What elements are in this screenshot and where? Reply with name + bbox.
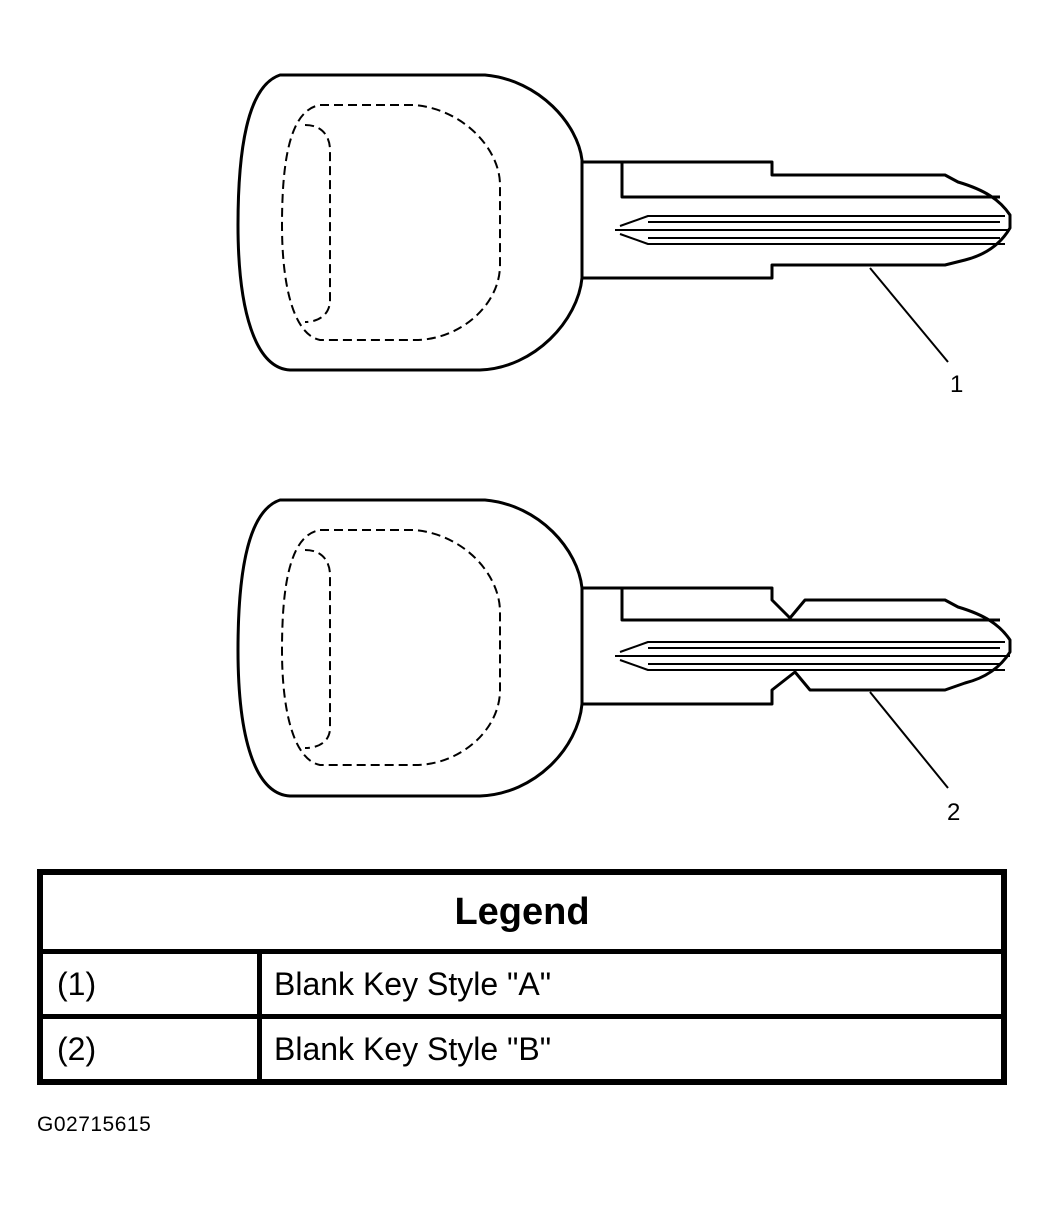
figure-id: G02715615 bbox=[37, 1113, 152, 1136]
key-b-stop bbox=[620, 588, 1000, 622]
key-b-grip-outline bbox=[281, 529, 501, 766]
callout-1-leader bbox=[869, 267, 949, 363]
legend-row-number: (2) bbox=[37, 1014, 262, 1085]
blank-key-style-b bbox=[236, 498, 1012, 798]
blank-key-style-a bbox=[236, 73, 1012, 372]
key-a-head bbox=[236, 73, 584, 372]
legend-row: (1) Blank Key Style "A" bbox=[37, 949, 1007, 1019]
callout-2-label: 2 bbox=[947, 799, 960, 826]
key-a-stop bbox=[620, 162, 1000, 199]
legend-row-description: Blank Key Style "B" bbox=[257, 1014, 1007, 1085]
key-a-blade bbox=[582, 160, 1012, 280]
key-b-grip-slot bbox=[304, 549, 331, 749]
key-b-blade bbox=[582, 586, 1012, 706]
legend-row: (2) Blank Key Style "B" bbox=[37, 1014, 1007, 1085]
key-a-grip-outline bbox=[281, 104, 501, 341]
callout-1-label: 1 bbox=[950, 371, 963, 398]
key-a-groove bbox=[615, 215, 1010, 245]
key-a-grip-slot bbox=[304, 124, 331, 323]
legend-row-number: (1) bbox=[37, 949, 262, 1019]
callout-2-leader bbox=[869, 691, 949, 789]
key-b-head bbox=[236, 498, 584, 798]
key-b-groove bbox=[615, 641, 1010, 671]
legend-row-description: Blank Key Style "A" bbox=[257, 949, 1007, 1019]
legend-table: Legend (1) Blank Key Style "A" (2) Blank… bbox=[37, 869, 1007, 1085]
blank-key-diagram: 1 2 bbox=[236, 73, 1012, 826]
legend-title: Legend bbox=[37, 869, 1007, 954]
